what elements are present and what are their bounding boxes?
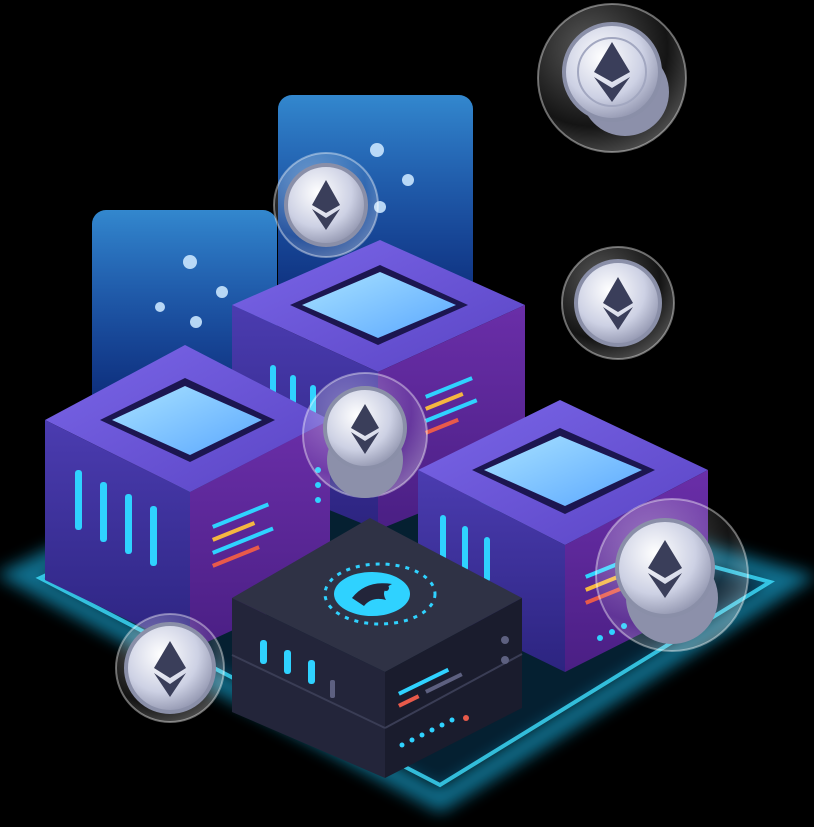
coin-right-middle (561, 246, 675, 360)
coin-top-center (273, 152, 379, 258)
coin-bottom-right (595, 498, 749, 652)
coin-top-right (537, 3, 687, 153)
server-left (45, 345, 330, 650)
coin-center (302, 372, 428, 498)
eagle-logo-icon (323, 562, 437, 626)
ethereum-coin-icon (115, 3, 749, 723)
server-front-dark (231, 518, 523, 778)
coin-bottom-left (115, 613, 225, 723)
